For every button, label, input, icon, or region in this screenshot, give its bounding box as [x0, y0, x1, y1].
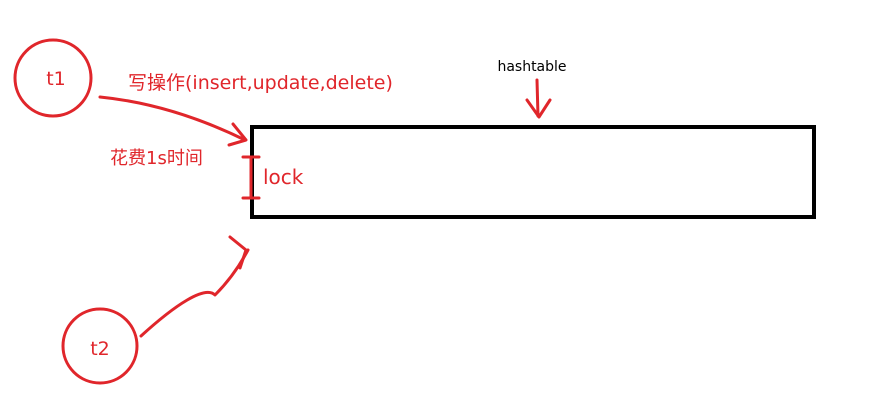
- time-cost-label: 花费1s时间: [110, 148, 203, 169]
- hashtable-label: hashtable: [497, 59, 566, 75]
- lock-label: lock: [263, 165, 304, 189]
- thread-t2-circle: [61, 307, 139, 385]
- t2-arrow: [139, 235, 250, 338]
- thread-t1-circle: [13, 38, 93, 118]
- t1-arrow: [98, 95, 248, 147]
- thread-t1-label: t1: [46, 68, 66, 90]
- write-operation-label: 写操作(insert,update,delete): [128, 72, 393, 94]
- thread-t2-label: t2: [90, 338, 110, 360]
- hashtable-arrow: [525, 78, 552, 119]
- hashtable-box: [250, 125, 816, 219]
- lock-bracket: [241, 155, 261, 200]
